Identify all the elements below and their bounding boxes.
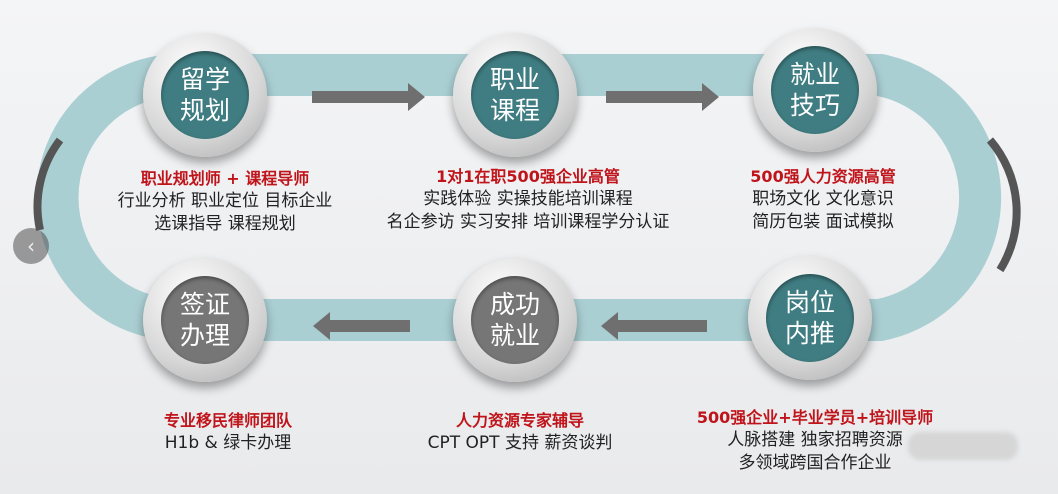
arrow-left-1 [601,312,707,340]
step-title: 留学 [179,65,230,94]
step-node-referral: 岗位内推 [748,256,872,380]
step-title: 就业 [789,60,840,89]
desc-line: 人脉搭建 独家招聘资源 [727,430,903,450]
step-title: 成功 [489,290,540,319]
watermark-blur [908,432,1018,460]
step-title: 规划 [179,96,230,125]
step-title: 课程 [489,96,540,125]
arrow-left-2 [313,312,410,340]
arrow-right-1 [312,83,425,111]
headline: 职业规划师 + 课程导师 [140,169,310,188]
headline: 人力资源专家辅导 [455,411,585,430]
step-title: 就业 [489,321,540,350]
headline: 1对1在职500强企业高管 [436,167,620,186]
desc-line: 选课指导 课程规划 [154,214,296,234]
step-node-study-planning: 留学规划 [143,33,267,157]
desc-line: 实践体验 实操技能培训课程 [423,189,633,209]
step-title: 内推 [784,319,835,348]
arrow-right-2 [606,83,719,111]
headline: 500强人力资源高管 [750,167,896,186]
step-node-employment: 成功就业 [453,258,577,382]
step-desc-4: 500强企业+毕业学员+培训导师 人脉搭建 独家招聘资源 多领域跨国合作企业 [697,407,933,475]
step-title: 职业 [489,65,540,94]
curved-arrow-left [33,137,64,231]
desc-line: H1b & 绿卡办理 [164,433,292,453]
desc-line: 多领域跨国合作企业 [738,453,892,473]
flow-arrows [312,83,719,340]
step-desc-1: 职业规划师 + 课程导师 行业分析 职业定位 目标企业 选课指导 课程规划 [118,168,333,236]
step-desc-6: 专业移民律师团队 H1b & 绿卡办理 [164,410,292,455]
step-desc-2: 1对1在职500强企业高管 实践体验 实操技能培训课程 名企参访 实习安排 培训… [387,166,670,234]
headline: 专业移民律师团队 [163,411,293,430]
step-desc-3: 500强人力资源高管 职场文化 文化意识 简历包装 面试模拟 [750,166,895,234]
step-node-career-course: 职业课程 [453,33,577,157]
step-node-job-skills: 就业技巧 [753,28,877,152]
desc-line: 职场文化 文化意识 [752,189,894,209]
desc-line: 简历包装 面试模拟 [752,212,894,232]
step-desc-5: 人力资源专家辅导 CPT OPT 支持 薪资谈判 [428,410,613,455]
desc-line: 行业分析 职业定位 目标企业 [117,191,333,211]
step-title: 技巧 [789,91,840,120]
curved-arrow-right [986,137,1021,273]
step-node-visa: 签证办理 [143,258,267,382]
previous-button[interactable]: ‹ [13,228,49,264]
desc-line: 名企参访 实习安排 培训课程学分认证 [386,212,670,232]
headline: 500强企业+毕业学员+培训导师 [696,408,934,427]
desc-line: CPT OPT 支持 薪资谈判 [427,433,613,453]
step-title: 办理 [179,321,230,350]
step-title: 岗位 [784,288,835,317]
step-title: 签证 [179,290,230,319]
